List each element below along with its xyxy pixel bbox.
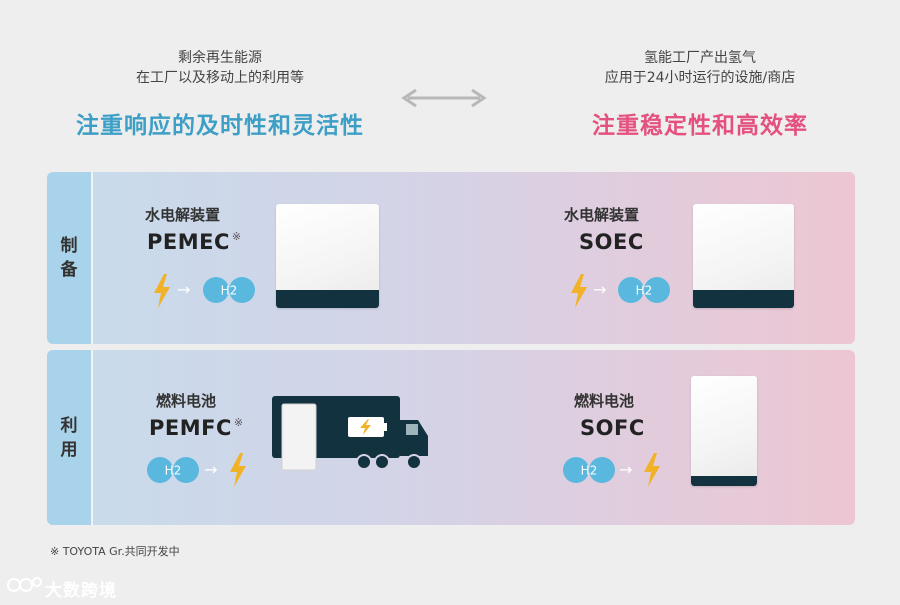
pemfc-name: PEMFC <box>149 416 232 440</box>
production-panel: 制 备 水电解装置 PEMEC※ → H2 水电解装置 SOEC → H2 <box>47 172 855 344</box>
pemec-title: PEMEC※ <box>147 230 242 254</box>
left-subtitle: 剩余再生能源 在工厂以及移动上的利用等 <box>30 48 410 88</box>
right-subtitle-line2: 应用于24小时运行的设施/商店 <box>510 68 890 88</box>
fuel-cell-truck-icon <box>272 392 432 474</box>
h2-label: H2 <box>636 284 653 298</box>
h2-label: H2 <box>221 284 238 298</box>
production-label-char1: 制 <box>61 234 78 258</box>
left-headline: 注重响应的及时性和灵活性 <box>30 106 410 140</box>
arrow-icon: → <box>177 280 190 299</box>
lightning-icon <box>569 274 589 308</box>
pemec-name: PEMEC <box>147 230 230 254</box>
device-base <box>276 290 379 308</box>
pemfc-footnote-mark: ※ <box>234 416 244 429</box>
soec-category: 水电解装置 <box>564 204 639 225</box>
usage-row-label: 利 用 <box>47 350 91 525</box>
pemec-footnote-mark: ※ <box>232 230 242 243</box>
arrow-icon: → <box>204 460 217 479</box>
hydrogen-molecule-icon: H2 <box>618 277 670 303</box>
arrow-icon: → <box>593 280 606 299</box>
right-subtitle-line1: 氢能工厂产出氢气 <box>510 48 890 68</box>
production-label-char2: 备 <box>61 258 78 282</box>
row-divider <box>91 350 93 525</box>
pemfc-category: 燃料电池 <box>156 390 216 411</box>
watermark-text: 大数跨境 <box>45 576 117 601</box>
soec-device <box>693 204 794 308</box>
lightning-icon <box>152 274 172 308</box>
pemec-category: 水电解装置 <box>145 204 220 225</box>
pemfc-title: PEMFC※ <box>149 416 244 440</box>
row-divider <box>91 172 93 344</box>
double-arrow-icon <box>398 86 490 110</box>
device-base <box>693 290 794 308</box>
arrow-icon: → <box>619 460 632 479</box>
h2-label: H2 <box>165 464 182 478</box>
left-subtitle-line1: 剩余再生能源 <box>30 48 410 68</box>
usage-label-char1: 利 <box>61 414 78 438</box>
sofc-title: SOFC <box>580 416 645 440</box>
production-row-label: 制 备 <box>47 172 91 344</box>
sofc-name: SOFC <box>580 416 645 440</box>
sofc-category: 燃料电池 <box>574 390 634 411</box>
usage-label-char2: 用 <box>61 438 78 462</box>
device-base <box>691 476 757 486</box>
right-headline: 注重稳定性和高效率 <box>510 106 890 140</box>
hydrogen-molecule-icon: H2 <box>563 457 615 483</box>
right-subtitle: 氢能工厂产出氢气 应用于24小时运行的设施/商店 <box>510 48 890 88</box>
soec-title: SOEC <box>579 230 644 254</box>
footnote: ※ TOYOTA Gr.共同开发中 <box>50 543 180 559</box>
hydrogen-molecule-icon: H2 <box>147 457 199 483</box>
pemec-device <box>276 204 379 308</box>
left-subtitle-line2: 在工厂以及移动上的利用等 <box>30 68 410 88</box>
sofc-device <box>691 376 757 486</box>
lightning-icon <box>228 453 248 487</box>
hydrogen-molecule-icon: H2 <box>203 277 255 303</box>
usage-panel: 利 用 燃料电池 PEMFC※ H2 → 燃料电池 SOFC H2 → <box>47 350 855 525</box>
lightning-icon <box>642 453 662 487</box>
watermark-logo-icon <box>6 574 44 596</box>
soec-name: SOEC <box>579 230 644 254</box>
h2-label: H2 <box>581 464 598 478</box>
